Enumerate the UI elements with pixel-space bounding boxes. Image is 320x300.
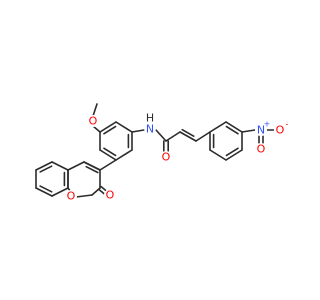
ring-a-bond-4 [99,149,117,161]
ring-a-bond-4-inner [103,147,117,157]
nitro-nitrogen-label: N [257,124,265,137]
methoxy-oxygen: O [87,115,99,128]
amide-c-bond [155,129,167,142]
amide-nitrogen-label: N [146,123,154,136]
nitro-oxygen-charge: - [286,120,289,129]
ring-b-bond-4 [225,149,243,161]
lactone-double-a [98,188,106,196]
ring-d-bond-4-inner [39,185,53,193]
structure-canvas: O N H O N + O - O O [35,103,289,203]
alkene-bond-3 [195,131,211,142]
ring-oxygen-label: O [67,190,76,203]
ring-d-bond-5 [51,187,69,197]
ring-d-bond-1 [51,161,69,171]
ring-d-bond-4 [35,187,53,197]
ring-d-bond-2 [35,161,53,171]
pyranone-bond-1d-inner [85,165,99,174]
alkene-double [179,131,197,142]
alkene-double-inner [181,128,195,137]
chemical-structure-diagram: O N H O N + O - O O [35,103,289,203]
lactone-oxygen-label: O [106,189,115,202]
methoxy-bond-1 [92,125,101,133]
methoxy-bond-2 [92,103,98,117]
methoxy-oxygen-label: O [89,115,98,128]
ring-b-bond-1 [209,121,227,133]
ring-b-bond-2-inner [225,125,239,135]
pyranone-bond-5 [75,194,93,198]
ring-b-bond-5 [209,149,227,161]
ring-a-bond-1 [115,121,133,133]
pyranone-bond-1d [83,161,101,171]
nitro-attach-bond [241,129,256,133]
lactone-oxygen: O [104,189,116,202]
amide-nitrogen: N H [144,112,156,136]
atom-label-layer: O N H O N + O - O O [65,112,289,203]
ring-a-bond-6-inner [103,125,117,135]
nitro-oxygen-double-label: O [257,143,266,156]
ring-d-bond-2-inner [39,165,53,173]
ring-oxygen: O [65,190,77,203]
amide-n-bond [131,129,145,133]
carbonyl-oxygen-label: O [162,151,171,164]
bond-layer [35,103,275,198]
pyranone-bond-2 [67,161,85,171]
biaryl-bond [99,159,117,171]
ring-b-bond-2 [225,121,243,133]
alkene-bond-1 [165,131,181,142]
carbonyl-oxygen: O [160,151,172,164]
ring-a-bond-6 [99,121,117,133]
ring-b-bond-4-inner [225,147,239,157]
nitro-nitrogen-charge: + [264,120,271,129]
amide-hydrogen-label: H [146,112,154,125]
nitro-group: N + O - O [255,120,289,156]
ring-a-bond-3 [115,149,133,161]
nitro-oxygen-single-label: O [276,124,285,137]
